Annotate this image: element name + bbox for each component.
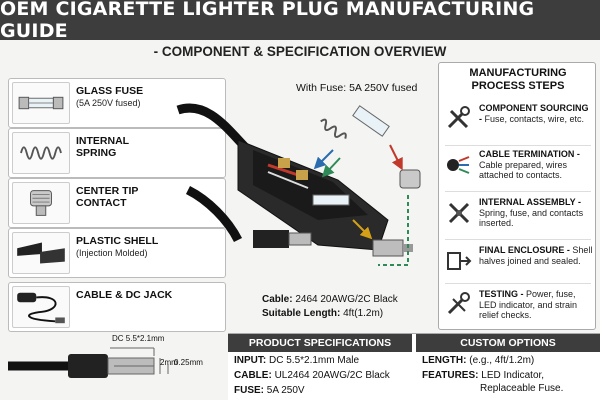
component-sub: (5A 250V fused) — [76, 98, 141, 108]
dc-size-label: DC 5.5*2.1mm — [112, 334, 165, 343]
component-label: PLASTIC SHELL — [76, 235, 159, 247]
testing-icon — [447, 292, 470, 315]
spec-row-cable: CABLE: UL2464 20AWG/2C Black — [234, 370, 390, 381]
process-step-sourcing: COMPONENT SOURCING - Fuse, contacts, wir… — [439, 103, 597, 147]
step-text: CABLE TERMINATION - Cable prepared, wire… — [479, 149, 580, 180]
cable-note-value: 2464 20AWG/2C Black — [295, 294, 398, 305]
cable-note-key: Cable: — [262, 294, 293, 305]
tools-icon — [447, 106, 470, 129]
dim-2mm: 2mm — [160, 358, 178, 367]
component-label: GLASS FUSE — [76, 85, 144, 97]
component-glass-fuse: GLASS FUSE (5A 250V fused) — [8, 78, 226, 128]
component-label-2: CONTACT — [76, 197, 127, 209]
component-cable-dc-jack: CABLE & DC JACK — [8, 282, 226, 332]
process-step-testing: TESTING - Power, fuse, LED indicator, an… — [439, 289, 597, 333]
cable-icon — [447, 156, 470, 174]
component-internal-spring: INTERNAL SPRING — [8, 128, 226, 178]
process-panel: MANUFACTURING PROCESS STEPS COMPONENT SO… — [438, 62, 596, 330]
glass-fuse-image — [12, 82, 70, 124]
fuse-callout: With Fuse: 5A 250V fused — [296, 82, 418, 94]
assembly-icon — [448, 202, 470, 224]
spec-header-right: CUSTOM OPTIONS — [416, 334, 600, 352]
plug-exploded-illustration — [176, 103, 421, 266]
custom-row-features: FEATURES: LED Indicator, — [422, 370, 545, 381]
component-sub: (Injection Molded) — [76, 248, 148, 258]
step-divider — [445, 239, 591, 240]
dim-025mm: 0.25mm — [174, 358, 203, 367]
custom-row-features-cont: Replaceable Fuse. — [480, 383, 564, 394]
component-center-tip: CENTER TIP CONTACT — [8, 178, 226, 228]
length-note-key: Suitable Length: — [262, 308, 341, 319]
component-label: INTERNAL — [76, 135, 130, 147]
step-text: INTERNAL ASSEMBLY - Spring, fuse, and co… — [479, 197, 584, 228]
component-label: CABLE & DC JACK — [76, 289, 173, 301]
process-step-assembly: INTERNAL ASSEMBLY - Spring, fuse, and co… — [439, 197, 597, 241]
center-tip-image — [12, 182, 70, 224]
step-divider — [445, 191, 591, 192]
enclosure-icon — [447, 252, 472, 270]
step-text: TESTING - Power, fuse, LED indicator, an… — [479, 289, 578, 320]
process-title-1: MANUFACTURING — [469, 67, 567, 79]
spec-row-input: INPUT: DC 5.5*2.1mm Male — [234, 355, 360, 366]
step-text: FINAL ENCLOSURE - Shell halves joined an… — [479, 245, 593, 266]
process-title-2: PROCESS STEPS — [471, 80, 565, 92]
step-divider — [445, 283, 591, 284]
page-subtitle: - COMPONENT & SPECIFICATION OVERVIEW — [153, 44, 447, 59]
component-label: CENTER TIP — [76, 185, 139, 197]
step-divider — [445, 145, 591, 146]
spec-row-fuse: FUSE: 5A 250V — [234, 385, 305, 396]
length-note: Suitable Length: 4ft(1.2m) — [262, 308, 383, 319]
cable-jack-image — [12, 286, 70, 328]
component-label-2: SPRING — [76, 147, 117, 159]
length-note-value: 4ft(1.2m) — [343, 308, 384, 319]
custom-row-length: LENGTH: (e.g., 4ft/1.2m) — [422, 355, 535, 366]
component-plastic-shell: PLASTIC SHELL (Injection Molded) — [8, 228, 226, 278]
process-step-termination: CABLE TERMINATION - Cable prepared, wire… — [439, 149, 597, 193]
dc-jack-detail-drawing — [8, 347, 169, 378]
process-step-enclosure: FINAL ENCLOSURE - Shell halves joined an… — [439, 245, 597, 289]
title-bar: OEM CIGARETTE LIGHTER PLUG MANUFACTURING… — [0, 0, 600, 42]
spring-image — [12, 132, 70, 174]
spec-header-left: PRODUCT SPECIFICATIONS (Standard) — [228, 334, 412, 367]
page-title: OEM CIGARETTE LIGHTER PLUG MANUFACTURING… — [0, 0, 535, 42]
step-text: COMPONENT SOURCING - Fuse, contacts, wir… — [479, 103, 589, 124]
spec-table: PRODUCT SPECIFICATIONS (Standard) CUSTOM… — [228, 333, 600, 400]
plastic-shell-image — [12, 232, 70, 274]
cable-note: Cable: 2464 20AWG/2C Black — [262, 294, 398, 305]
